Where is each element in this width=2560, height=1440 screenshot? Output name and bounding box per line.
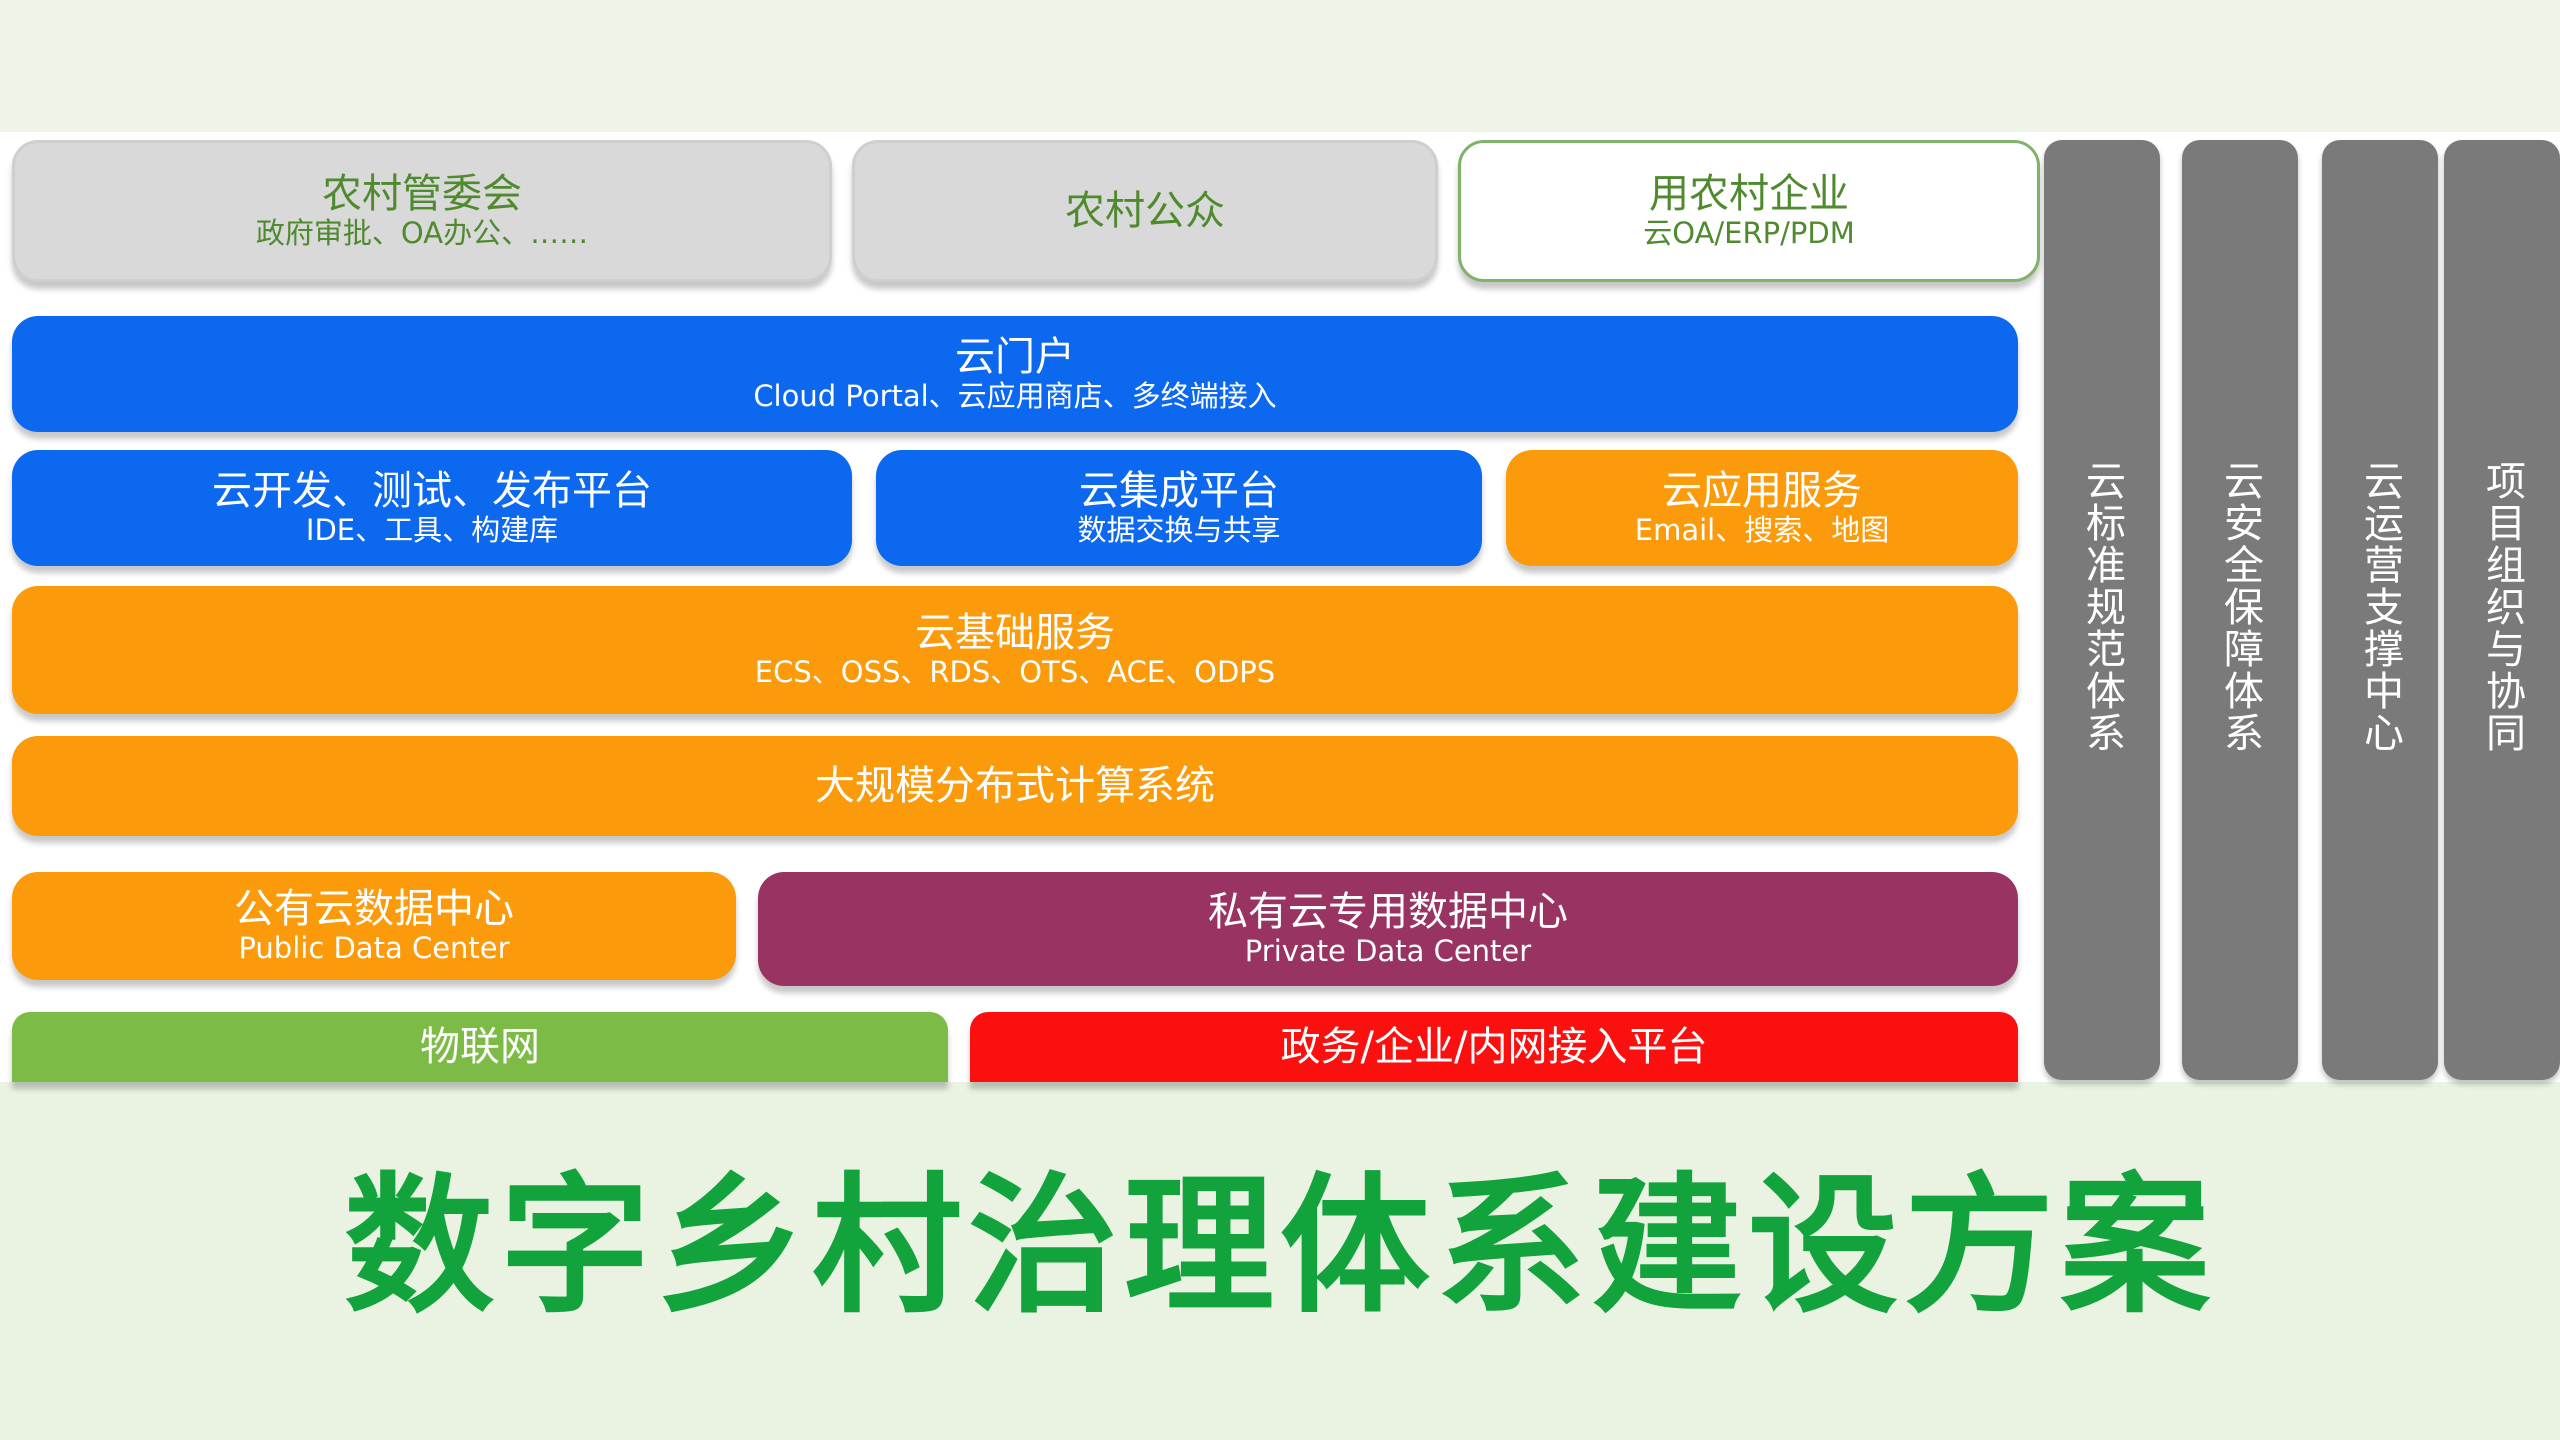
pillar-standards-label: 云标准规范体系 [2079,460,2125,754]
public-dc-title: 公有云数据中心 [234,886,514,933]
iot-title: 物联网 [420,1024,540,1070]
pillar-operations: 云运营支撑中心 [2322,140,2438,1080]
top-band [0,0,2560,132]
cloud-portal-title: 云门户 [955,334,1075,381]
rural-enterprise-subtitle: 云OA/ERP/PDM [1643,216,1855,251]
pillar-project-organization-label: 项目组织与协同 [2479,460,2525,754]
app-services-box: 云应用服务 Email、搜索、地图 [1506,450,2018,566]
base-services-title: 云基础服务 [915,610,1115,657]
pillar-security: 云安全保障体系 [2182,140,2298,1080]
pillar-operations-label: 云运营支撑中心 [2357,460,2403,754]
integration-platform-title: 云集成平台 [1079,468,1279,515]
app-services-title: 云应用服务 [1662,468,1862,515]
integration-platform-box: 云集成平台 数据交换与共享 [876,450,1482,566]
rural-enterprise-title: 用农村企业 [1649,171,1849,218]
dev-platform-subtitle: IDE、工具、构建库 [305,513,559,548]
pillar-security-label: 云安全保障体系 [2217,460,2263,754]
distributed-computing-title: 大规模分布式计算系统 [815,763,1215,809]
cloud-portal-box: 云门户 Cloud Portal、云应用商店、多终端接入 [12,316,2018,432]
private-dc-box: 私有云专用数据中心 Private Data Center [758,872,2018,986]
distributed-computing-box: 大规模分布式计算系统 [12,736,2018,836]
private-dc-subtitle: Private Data Center [1244,934,1532,969]
cloud-portal-subtitle: Cloud Portal、云应用商店、多终端接入 [753,379,1277,414]
access-platform-title: 政务/企业/内网接入平台 [1280,1024,1708,1070]
pillar-project-organization: 项目组织与协同 [2444,140,2560,1080]
base-services-box: 云基础服务 ECS、OSS、RDS、OTS、ACE、ODPS [12,586,2018,714]
private-dc-title: 私有云专用数据中心 [1208,889,1568,936]
rural-committee-title: 农村管委会 [322,171,522,218]
title-band [0,1082,2560,1440]
rural-public-box: 农村公众 [852,140,1438,282]
dev-platform-title: 云开发、测试、发布平台 [212,468,652,515]
rural-enterprise-box: 用农村企业 云OA/ERP/PDM [1458,140,2040,282]
integration-platform-subtitle: 数据交换与共享 [1077,513,1281,548]
base-services-subtitle: ECS、OSS、RDS、OTS、ACE、ODPS [754,655,1276,690]
page-title: 数字乡村治理体系建设方案 [343,1160,2216,1334]
iot-box: 物联网 [12,1012,948,1082]
rural-committee-subtitle: 政府审批、OA办公、…… [255,216,589,251]
rural-public-title: 农村公众 [1065,188,1225,234]
app-services-subtitle: Email、搜索、地图 [1634,513,1890,548]
access-platform-box: 政务/企业/内网接入平台 [970,1012,2018,1082]
rural-committee-box: 农村管委会 政府审批、OA办公、…… [12,140,832,282]
public-dc-box: 公有云数据中心 Public Data Center [12,872,736,980]
dev-platform-box: 云开发、测试、发布平台 IDE、工具、构建库 [12,450,852,566]
public-dc-subtitle: Public Data Center [238,931,510,966]
pillar-standards: 云标准规范体系 [2044,140,2160,1080]
